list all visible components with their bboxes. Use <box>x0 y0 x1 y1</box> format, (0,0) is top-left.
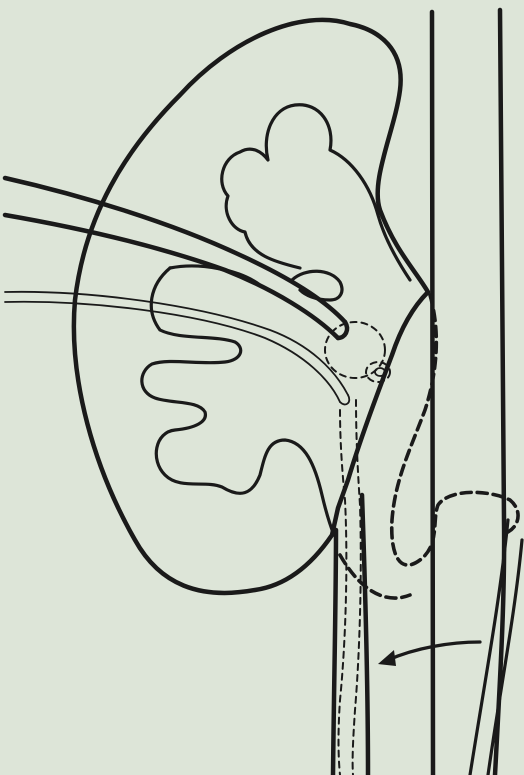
vessel-wall-left <box>432 12 433 775</box>
